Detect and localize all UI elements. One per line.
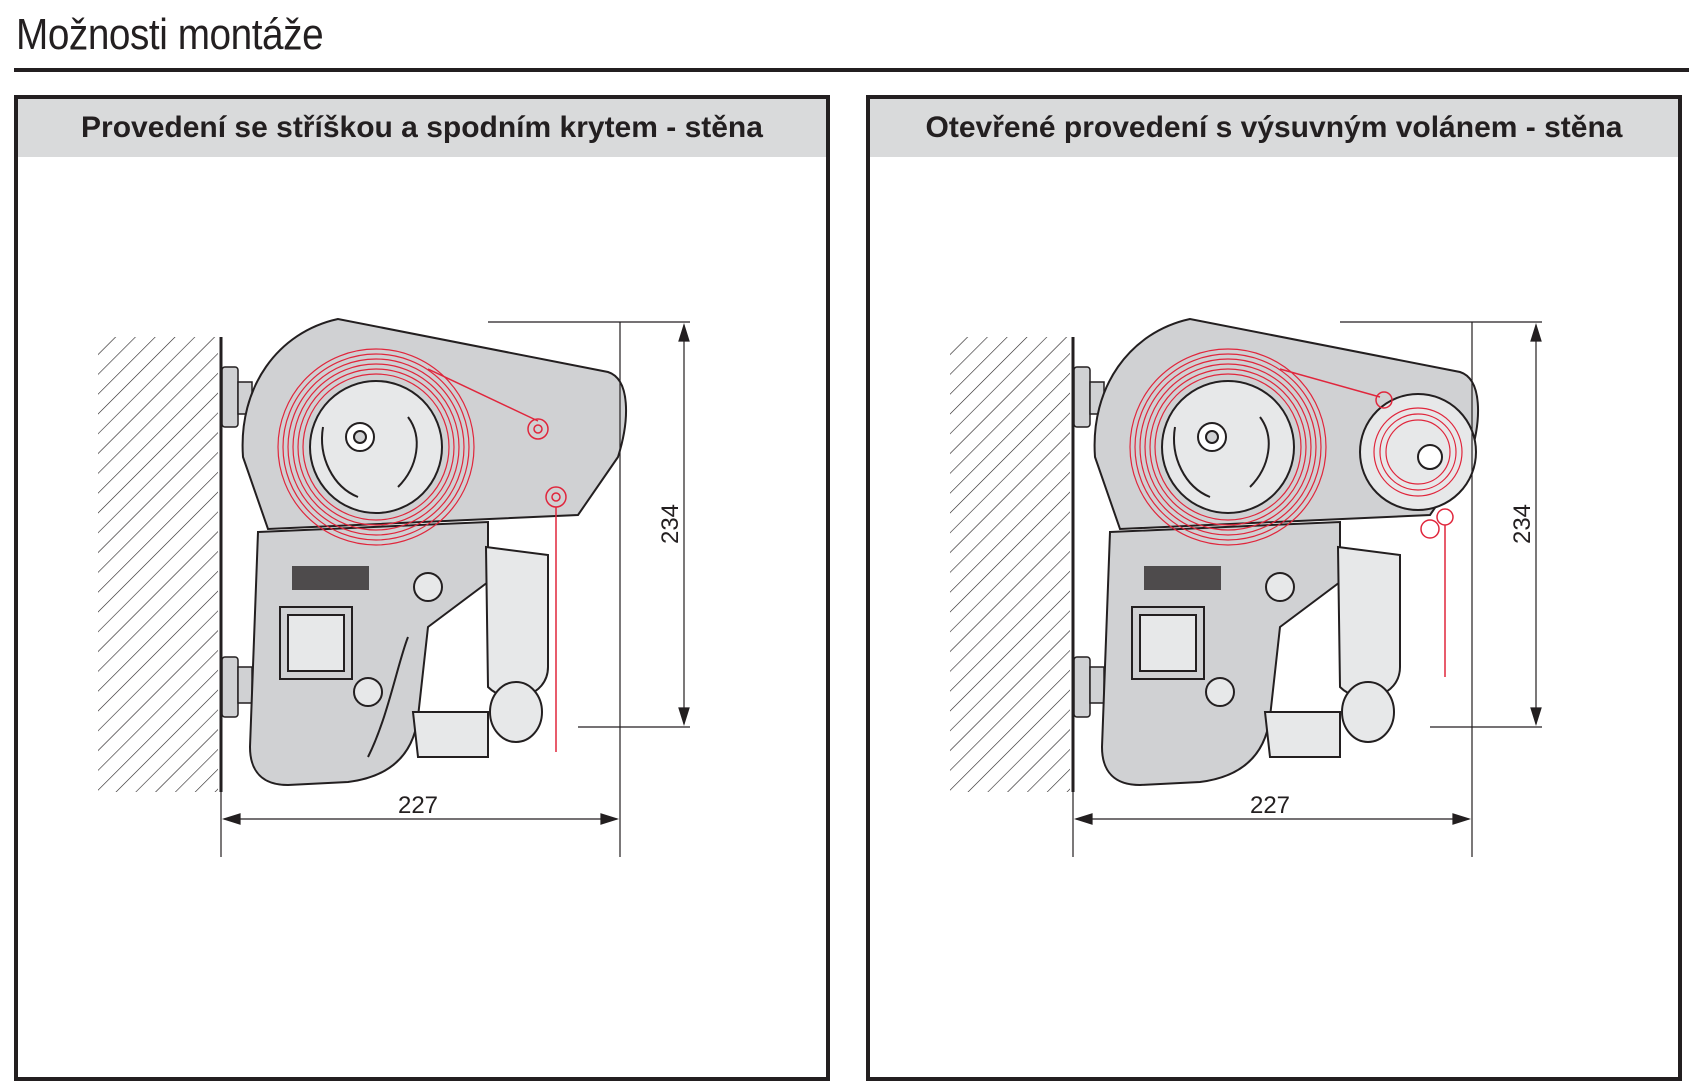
dimension-height-label: 234 bbox=[657, 504, 684, 544]
awning-housing bbox=[241, 317, 627, 787]
roller-tube bbox=[309, 380, 443, 514]
awning-diagram-cover: 227 234 bbox=[98, 317, 690, 857]
awning-diagram-valance: 227 234 bbox=[950, 317, 1542, 857]
panel-cover-wall: Provedení se stříškou a spodním krytem -… bbox=[14, 95, 830, 1081]
arm-joint bbox=[279, 566, 443, 707]
dimension-height-label: 234 bbox=[1509, 504, 1536, 544]
panel-header: Provedení se stříškou a spodním krytem -… bbox=[18, 99, 826, 157]
fabric-line bbox=[427, 368, 567, 752]
dimension-width-label: 227 bbox=[398, 792, 438, 819]
fabric-line bbox=[1279, 368, 1454, 677]
awning-housing bbox=[1093, 317, 1479, 787]
panel-header: Otevřené provedení s výsuvným volánem - … bbox=[870, 99, 1678, 157]
roller-tube bbox=[1161, 380, 1295, 514]
panel-open-valance-wall: Otevřené provedení s výsuvným volánem - … bbox=[866, 95, 1682, 1081]
dimension-lines bbox=[1072, 321, 1542, 857]
fabric-roll bbox=[277, 348, 475, 546]
title-rule bbox=[14, 68, 1689, 72]
fabric-roll bbox=[1129, 348, 1327, 546]
dimension-width-label: 227 bbox=[1250, 792, 1290, 819]
arm-joint bbox=[1131, 566, 1295, 707]
wall-hatching bbox=[98, 337, 223, 792]
wall-hatching bbox=[950, 337, 1075, 792]
dimension-lines bbox=[220, 321, 690, 857]
valance-roll bbox=[1359, 393, 1477, 511]
wall-bracket bbox=[1073, 366, 1105, 718]
page-title: Možnosti montáže bbox=[16, 10, 324, 59]
